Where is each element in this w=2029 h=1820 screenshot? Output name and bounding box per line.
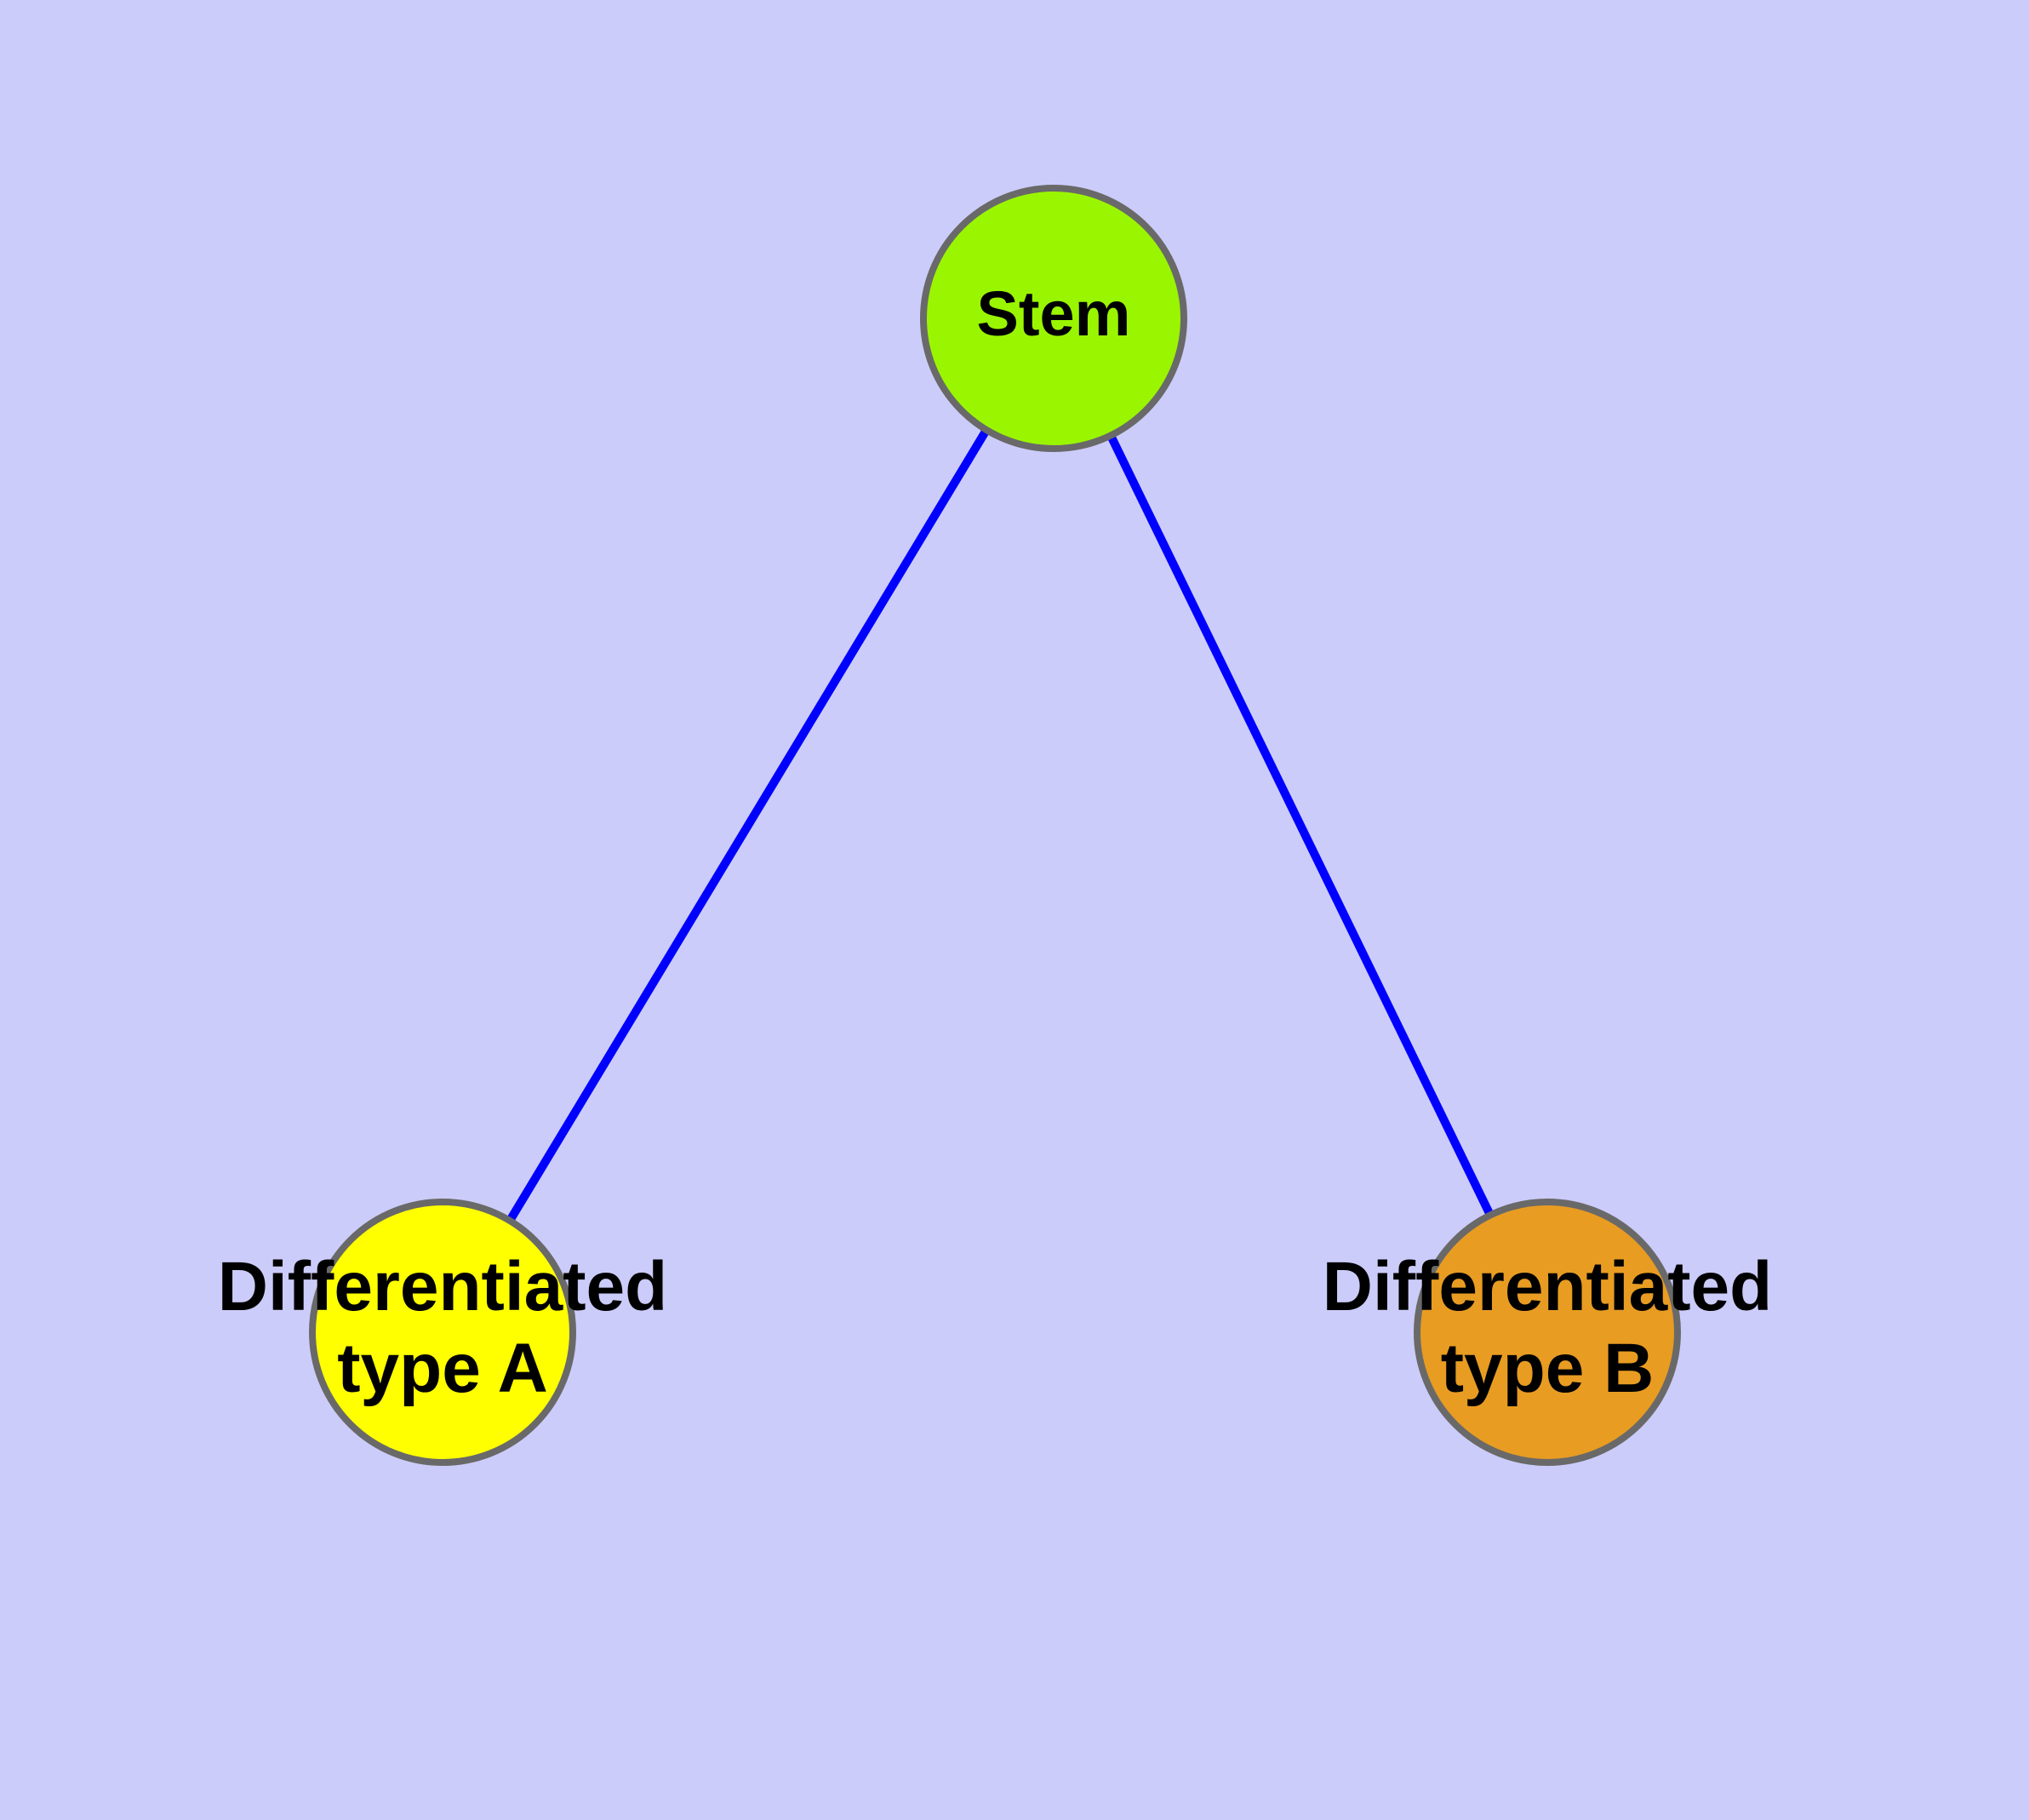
graph-node-type_a[interactable]	[309, 1199, 576, 1466]
graph-node-stem[interactable]	[920, 185, 1187, 452]
edges-layer	[506, 427, 1495, 1223]
nodes-layer	[309, 185, 1681, 1466]
graph-node-label-line: Differentiated	[218, 1248, 668, 1325]
graph-edge-stem-type_b[interactable]	[1106, 433, 1495, 1217]
graph-node-label-line: Differentiated	[1323, 1248, 1773, 1325]
graph-node-label-stem: Stem	[977, 278, 1131, 349]
graph-node-type_b[interactable]	[1414, 1199, 1681, 1466]
graph-node-label-line: Stem	[977, 278, 1131, 349]
graph-edge-stem-type_a[interactable]	[506, 427, 991, 1223]
graph-node-label-line: type A	[337, 1330, 548, 1407]
graph-node-label-line: type B	[1441, 1330, 1655, 1407]
